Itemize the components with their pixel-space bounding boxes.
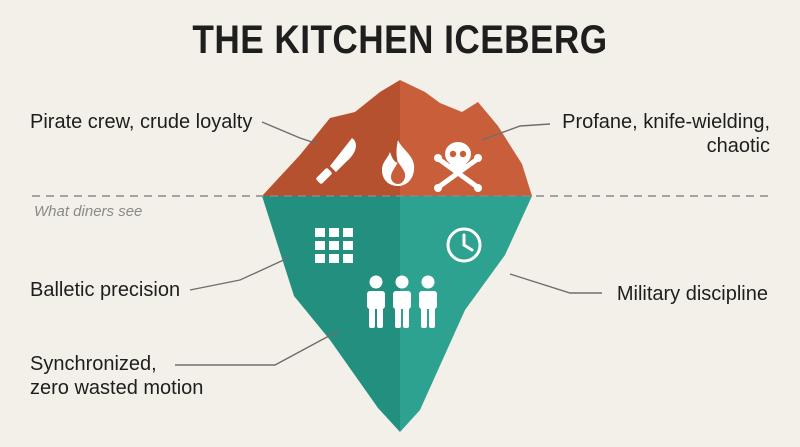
label-synchronized-line1: Synchronized, <box>30 353 157 375</box>
skull-crossbones-icon <box>434 142 482 192</box>
label-synchronized: Synchronized, zero wasted motion <box>30 352 203 400</box>
knife-icon <box>316 138 356 184</box>
iceberg-tip-left <box>262 80 400 196</box>
iceberg-base-right <box>400 196 532 432</box>
leader-profane <box>481 123 551 141</box>
leader-balletic <box>189 257 289 291</box>
label-pirate-crew: Pirate crew, crude loyalty <box>30 111 253 133</box>
label-balletic-precision: Balletic precision <box>30 279 181 301</box>
iceberg-base-left <box>262 196 400 432</box>
label-profane-line1: Profane, knife-wielding, <box>562 111 770 133</box>
flame-icon <box>382 140 415 186</box>
three-people-icon <box>367 275 437 328</box>
label-profane-line2: chaotic <box>706 135 770 157</box>
label-military-discipline: Military discipline <box>616 283 768 305</box>
waterline-label: What diners see <box>34 203 143 220</box>
label-synchronized-line2: zero wasted motion <box>30 377 204 399</box>
iceberg-tip-right <box>400 80 532 196</box>
clock-icon <box>446 227 482 263</box>
leader-military <box>509 273 602 294</box>
leader-synchronized <box>175 329 341 366</box>
grid-icon <box>315 228 353 263</box>
label-profane: Profane, knife-wielding, chaotic <box>562 110 770 158</box>
page-title: THE KITCHEN ICEBERG <box>192 18 608 62</box>
leader-pirate-crew <box>261 121 319 145</box>
